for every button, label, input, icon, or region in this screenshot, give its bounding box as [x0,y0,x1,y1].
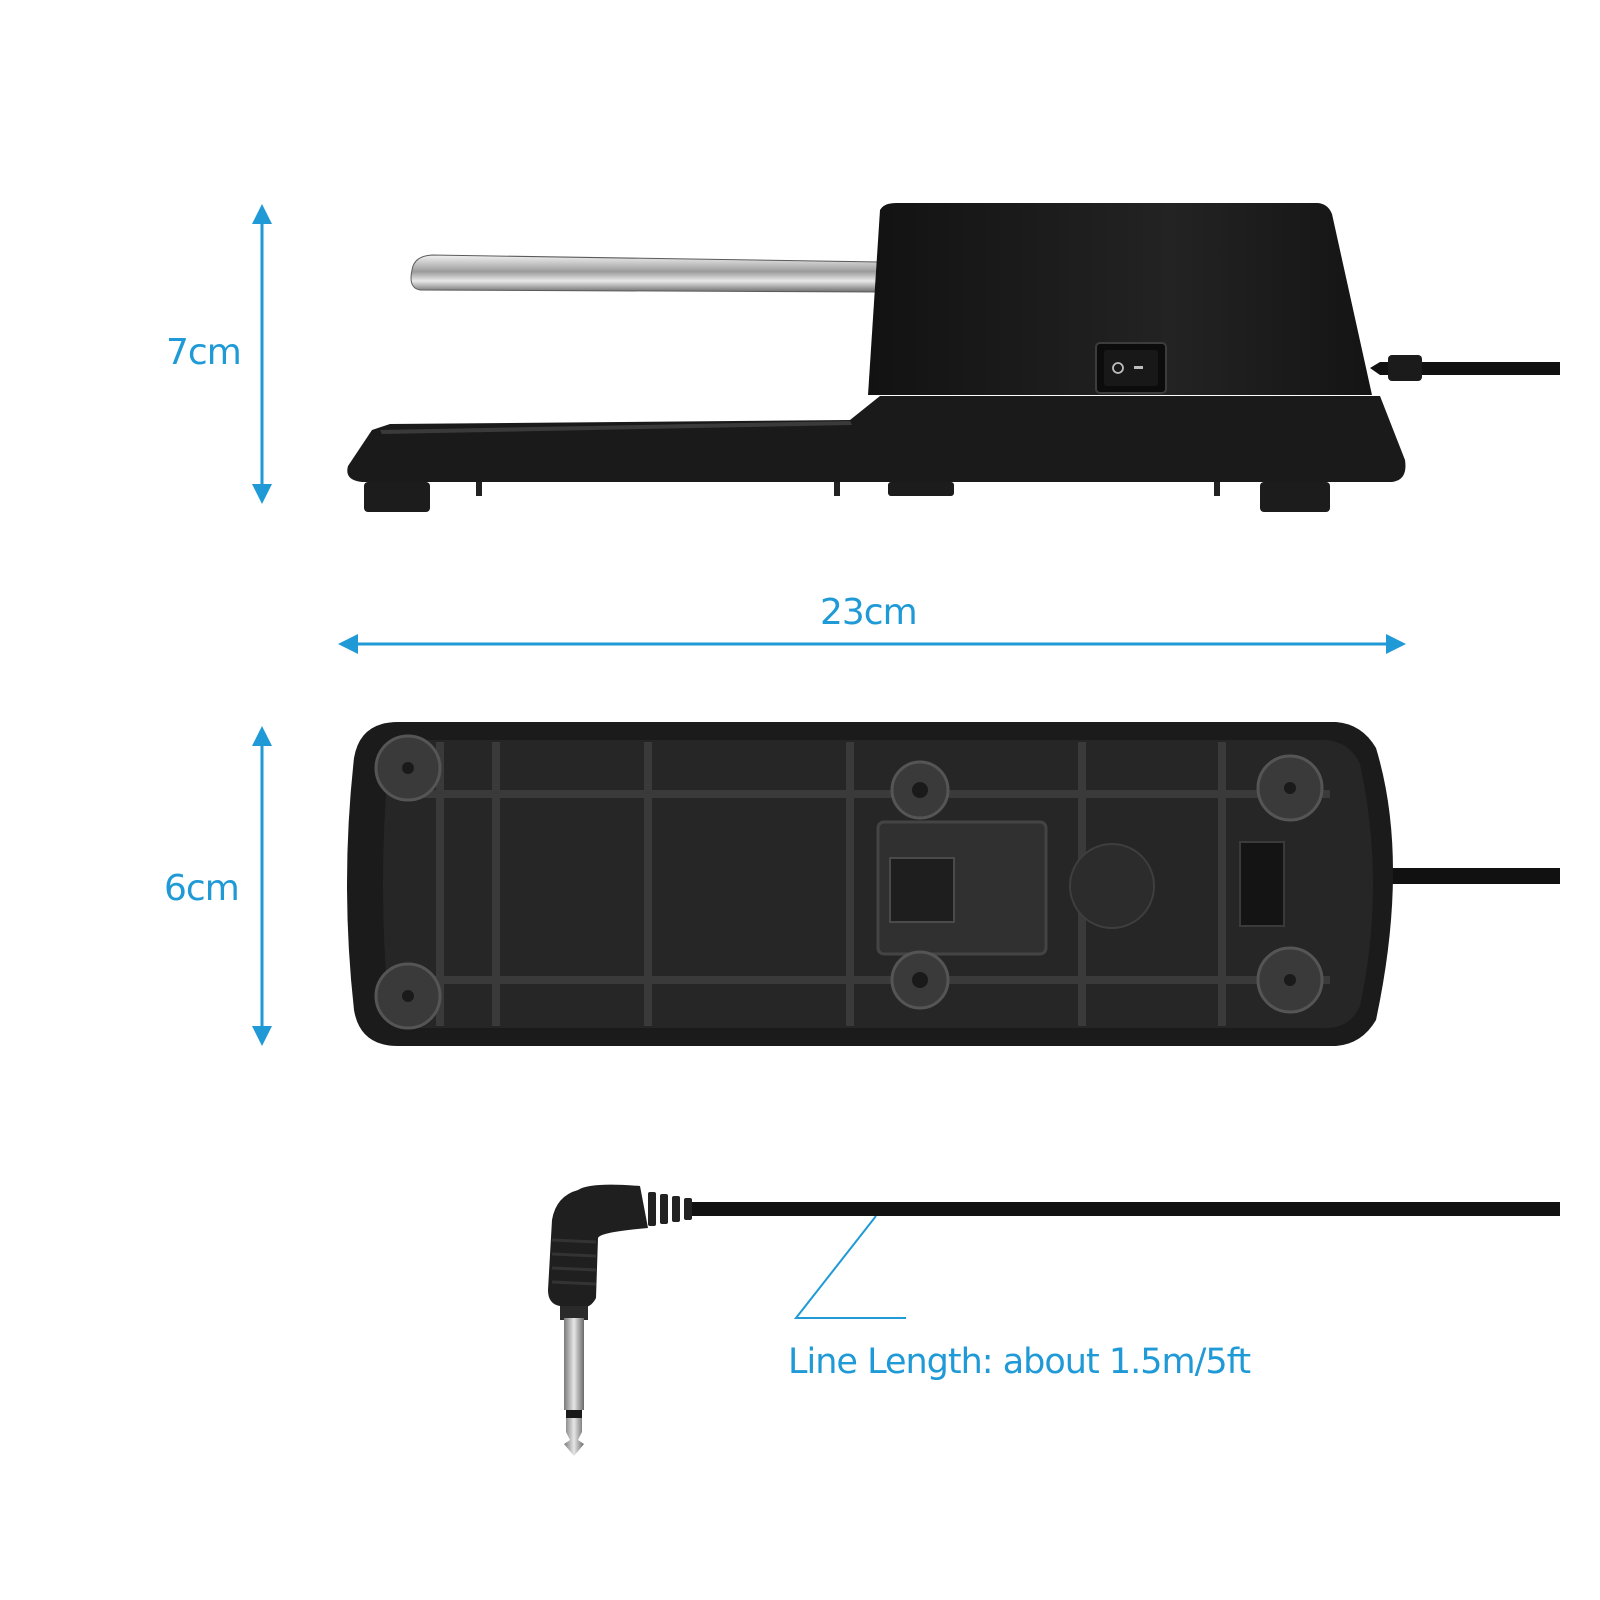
jack-collar [560,1306,588,1320]
strain-relief-coils [648,1192,692,1226]
height-arrow [252,204,272,504]
bottom-cable [1388,868,1560,884]
cable-with-jack [548,1184,1560,1456]
pedal-base [347,396,1406,482]
width-dimension-label: 6cm [164,868,240,909]
rib-grid [420,742,1330,1026]
jack-sleeve [564,1318,584,1410]
chrome-pedal-lever [410,254,881,293]
pedal-housing [868,203,1372,395]
cable-line [690,1202,1560,1216]
cable-length-label: Line Length: about 1.5m/5ft [788,1342,1251,1382]
cable-leader-line [793,1215,906,1319]
center-boss [1069,843,1155,929]
foot-back [1260,482,1330,512]
connector-block [1239,841,1285,927]
width-arrow [252,726,272,1046]
dimension-arrows [252,204,1406,1319]
switch-on-symbol [1134,366,1143,369]
foot-tab-1 [476,482,482,496]
side-cable-strain-relief [1388,355,1422,381]
foot-tab-2 [834,482,840,496]
length-dimension-label: 23cm [820,592,918,633]
base-highlight [380,421,852,434]
switch-off-symbol [1112,362,1124,374]
length-arrow [338,634,1406,654]
jack-insulator [566,1410,582,1418]
height-dimension-label: 7cm [166,332,242,373]
foot-tab-3 [1214,482,1220,496]
jack-grip-ridges [551,1238,597,1286]
pedal-bottom-view [347,722,1560,1046]
power-switch [1095,342,1167,394]
jack-tip [564,1418,584,1456]
jack-elbow [548,1184,648,1309]
foot-middle [888,482,954,496]
pedal-side-view [347,203,1560,512]
switch-rocker [1104,350,1158,386]
foot-front [364,482,430,512]
center-slot [889,857,955,923]
